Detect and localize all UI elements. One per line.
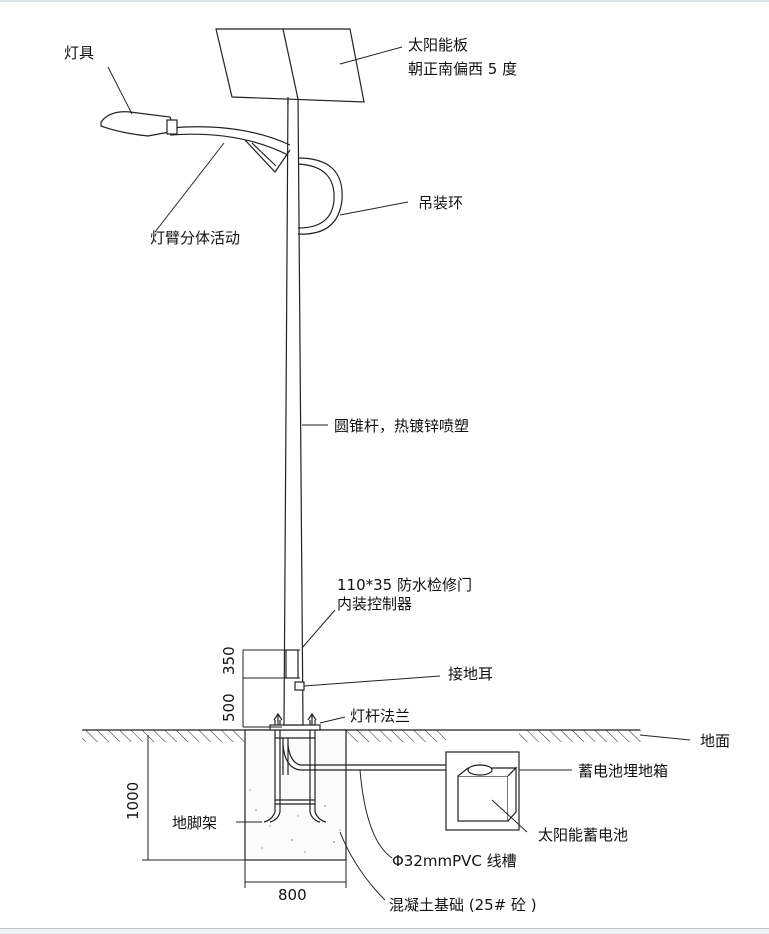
foundation-label: 混凝土基础 (25# 砼 )	[389, 896, 537, 914]
flange-label: 灯杆法兰	[350, 707, 410, 725]
lifting-ring	[297, 157, 343, 235]
conical-pole-label: 圆锥杆，热镀锌喷塑	[334, 417, 469, 435]
dimension-lines	[142, 649, 347, 888]
top-border	[0, 0, 769, 2]
door-offset-dimension: 500	[220, 693, 238, 722]
grounding-lug-label: 接地耳	[448, 665, 493, 683]
door-label-line2: 内装控制器	[337, 595, 412, 613]
ground-surface	[82, 729, 641, 742]
solar-panel	[215, 28, 365, 104]
door-label-line1: 110*35 防水检修门	[337, 576, 472, 594]
lifting-ring-label: 吊装环	[418, 194, 463, 212]
conical-pole	[283, 94, 305, 726]
lamp-label: 灯具	[64, 44, 94, 62]
anchor-frame	[263, 720, 455, 823]
solar-panel-label-line2: 朝正南偏西 5 度	[408, 60, 517, 78]
foundation-depth-dimension: 1000	[124, 782, 142, 820]
lamp-head	[100, 111, 178, 137]
solar-panel-label-line1: 太阳能板	[408, 36, 468, 54]
lamp-arm	[169, 126, 291, 173]
battery-label: 太阳能蓄电池	[538, 826, 628, 844]
ground-label: 地面	[700, 732, 730, 750]
battery-box-label: 蓄电池埋地箱	[578, 762, 668, 780]
anchor-frame-label: 地脚架	[172, 814, 217, 832]
battery-box	[445, 751, 520, 831]
bottom-border	[0, 928, 769, 934]
concrete-foundation	[244, 729, 347, 861]
door-height-dimension: 350	[220, 646, 238, 675]
lamp-arm-label: 灯臂分体活动	[150, 229, 240, 247]
leader-lines	[107, 46, 691, 901]
conduit-label: Φ32mmPVC 线槽	[392, 852, 517, 870]
foundation-width-dimension: 800	[278, 886, 307, 904]
